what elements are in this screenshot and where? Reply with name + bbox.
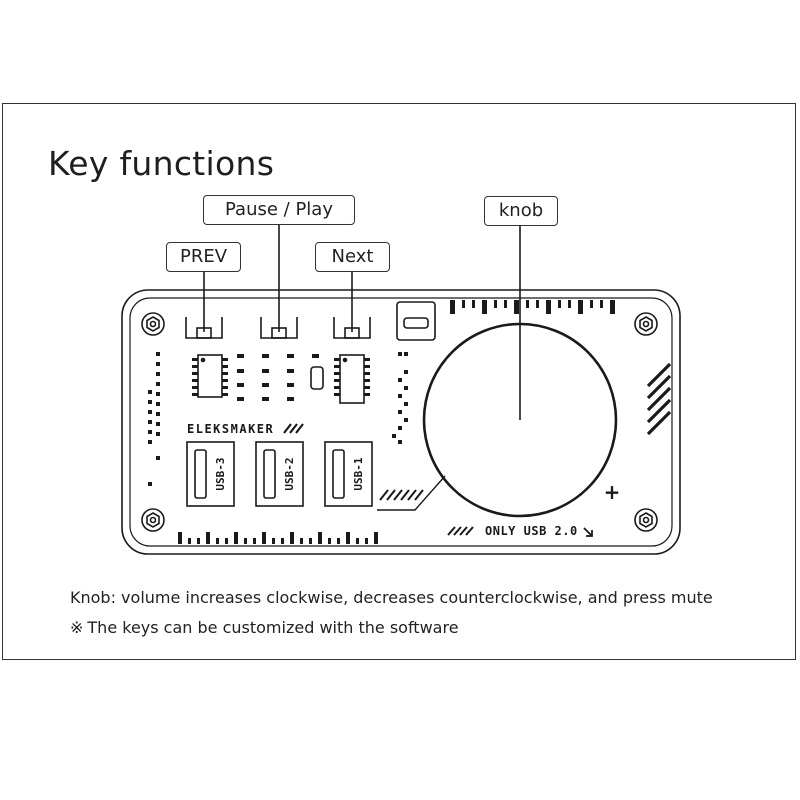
screw-bottom-right <box>634 508 658 532</box>
screw-top-right <box>634 312 658 336</box>
usb-port-3: USB-3 <box>186 441 235 507</box>
brand-hatch <box>283 423 304 434</box>
usb-port-2: USB-2 <box>255 441 304 507</box>
callout-pause-play: Pause / Play <box>203 195 355 225</box>
volume-knob <box>422 322 618 518</box>
board-inner-outline <box>129 297 673 547</box>
middle-edge-marks <box>392 352 408 444</box>
knob-hatch <box>379 489 424 501</box>
left-edge-marks <box>148 352 160 486</box>
chip-left <box>192 354 228 398</box>
usb-note: ONLY USB 2.0 <box>485 524 578 538</box>
smd-components <box>237 354 319 401</box>
key-switch-prev <box>185 317 223 339</box>
diagram-frame <box>2 103 796 660</box>
callout-knob: knob <box>484 196 558 226</box>
bottom-ruler-marks <box>178 532 378 544</box>
key-switch-pause-play <box>260 317 298 339</box>
plus-mark: + <box>604 480 621 504</box>
usb-c-port <box>396 301 436 341</box>
screw-bottom-left <box>141 508 165 532</box>
knob-bracket <box>377 475 446 511</box>
board-outline <box>121 289 681 555</box>
top-ruler-marks <box>450 300 615 314</box>
usb-note-arrow <box>583 527 593 537</box>
usb-port-3-label: USB-3 <box>214 457 227 490</box>
key-switch-next <box>333 317 371 339</box>
usb-note-hatch <box>447 526 474 536</box>
crystal <box>310 366 324 390</box>
usb-port-1-label: USB-1 <box>352 457 365 490</box>
board-brand: ELEKSMAKER <box>187 422 274 436</box>
customization-note: ※The keys can be customized with the sof… <box>70 618 459 637</box>
note-text: The keys can be customized with the soft… <box>87 618 459 637</box>
right-hatch <box>646 362 672 436</box>
usb-port-1: USB-1 <box>324 441 373 507</box>
page-title: Key functions <box>48 144 275 183</box>
note-mark: ※ <box>70 618 84 637</box>
callout-prev: PREV <box>166 242 241 272</box>
knob-caption: Knob: volume increases clockwise, decrea… <box>70 588 713 607</box>
chip-right <box>334 354 370 404</box>
screw-top-left <box>141 312 165 336</box>
callout-next: Next <box>315 242 390 272</box>
usb-port-2-label: USB-2 <box>283 457 296 490</box>
